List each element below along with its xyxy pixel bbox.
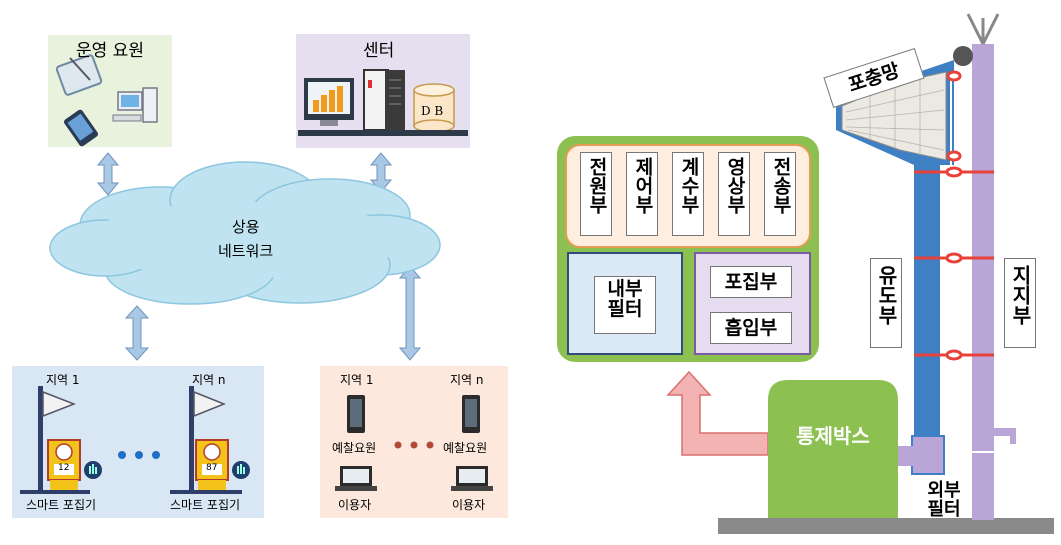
outer-filter <box>911 435 945 475</box>
flag-pole-1 <box>38 386 77 492</box>
double-arrow-operators <box>96 152 120 196</box>
region-left-label-n: 지역 n <box>192 373 226 387</box>
region-right-label-1: 지역 1 <box>340 373 374 387</box>
collect-label: 포집부 <box>710 266 792 298</box>
pole-outlet <box>994 428 1016 444</box>
staff-label-1: 예찰요원 <box>332 441 377 455</box>
outer-filter-connector <box>898 446 914 466</box>
staff-label-n: 예찰요원 <box>443 441 488 455</box>
trap-counter-n: 87 <box>206 463 218 473</box>
intake-label: 흡입부 <box>710 312 792 344</box>
desktop-computer-icon <box>112 87 158 123</box>
trap-device-n <box>195 439 229 492</box>
phone-icon <box>63 109 99 147</box>
ground-bar <box>718 518 1054 534</box>
module-video: 영상부 <box>718 152 750 236</box>
outer-filter-label: 외부 필터 <box>927 480 961 520</box>
server-icon <box>363 69 405 131</box>
ellipsis-dots-right <box>394 441 434 449</box>
region-right-label-n: 지역 n <box>450 373 484 387</box>
trap-device-1 <box>47 439 81 492</box>
double-arrow-region-right <box>398 265 422 361</box>
pole-cap <box>953 46 973 66</box>
module-transmit: 전송부 <box>764 152 796 236</box>
control-box <box>768 380 898 518</box>
region-left-label-1: 지역 1 <box>46 373 80 387</box>
support-pole <box>972 44 994 520</box>
ground-line-n <box>170 490 242 494</box>
support-label: 지지부 <box>1004 258 1036 348</box>
antenna-icon <box>966 13 1000 45</box>
double-arrow-region-left <box>124 305 150 361</box>
guide-pipe <box>914 160 940 470</box>
sensor-icon-n <box>232 461 250 479</box>
db-label: D B <box>421 104 444 118</box>
user-label-n: 이용자 <box>452 498 486 512</box>
red-straps <box>914 70 994 361</box>
laptop-icon-n <box>451 466 493 491</box>
tablet-icon <box>55 54 103 96</box>
device-label-n: 스마트 포집기 <box>170 498 241 512</box>
operators-title: 운영 요원 <box>76 41 144 61</box>
flag-pole-n <box>189 386 227 492</box>
laptop-icon-1 <box>335 466 377 491</box>
module-counter: 계수부 <box>672 152 704 236</box>
module-power: 전원부 <box>580 152 612 236</box>
mobile-phone-icon-1 <box>347 395 365 433</box>
left-system-diagram <box>12 34 508 518</box>
inner-filter-label: 내부 필터 <box>594 276 656 334</box>
network-label-line2: 네트워크 <box>218 242 274 260</box>
ellipsis-dots-left <box>118 451 160 459</box>
monitor-icon <box>304 78 354 126</box>
control-box-label: 통제박스 <box>796 424 870 448</box>
center-desk-line <box>298 130 468 136</box>
up-arrow <box>666 370 769 456</box>
center-title: 센터 <box>363 41 395 61</box>
mobile-phone-icon-n <box>462 395 480 433</box>
database-icon <box>413 83 455 133</box>
device-label-1: 스마트 포집기 <box>26 498 97 512</box>
sensor-icon-1 <box>84 461 102 479</box>
trap-counter-1: 12 <box>58 463 70 473</box>
guide-label: 유도부 <box>870 258 902 348</box>
module-control: 제어부 <box>626 152 658 236</box>
user-label-1: 이용자 <box>338 498 372 512</box>
network-label-line1: 상용 <box>232 218 260 236</box>
ground-line-1 <box>20 490 90 494</box>
